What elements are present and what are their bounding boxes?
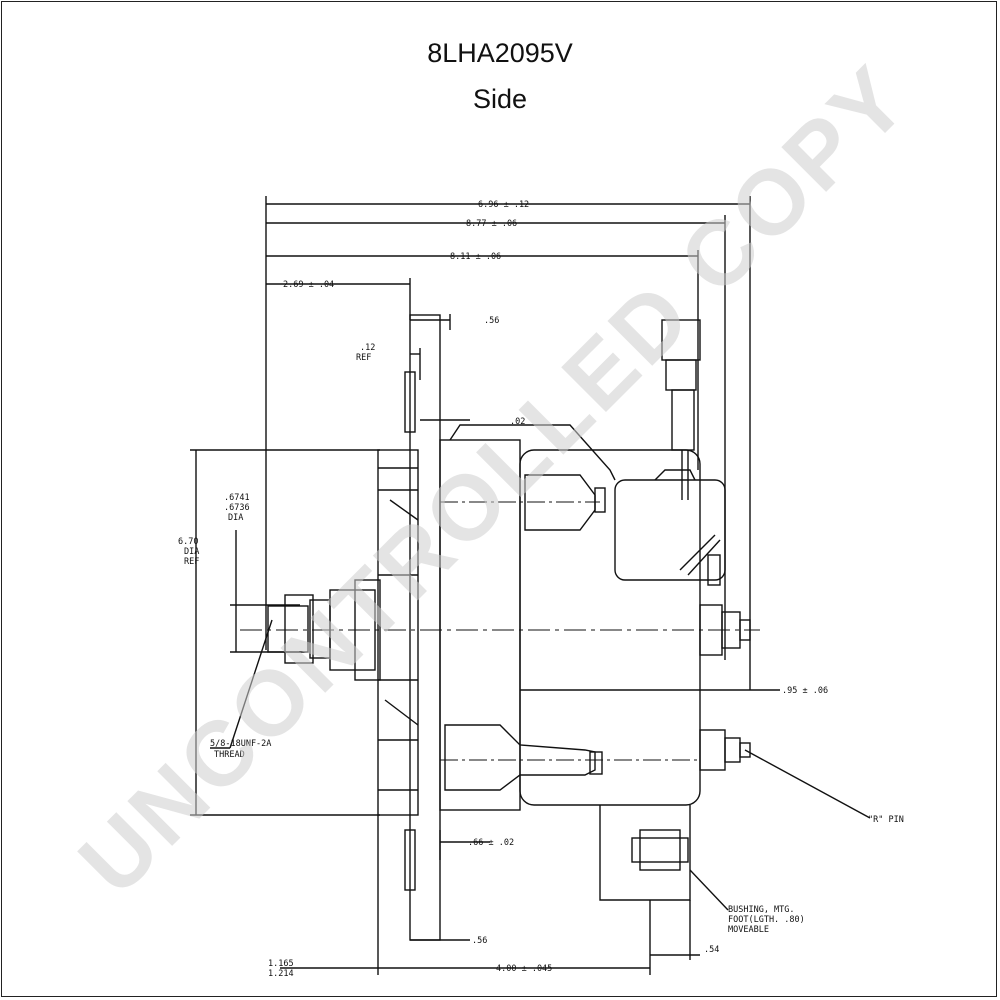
dim-054: .54 [704,945,719,955]
bushing-label-2: FOOT(LGTH. .80) [728,915,805,925]
alternator-body [439,424,701,811]
dimension-labels: 6.96 ± .12 8.77 ± .06 8.11 ± .06 2.69 ± … [178,200,904,979]
dim-8-11: 8.11 ± .06 [450,252,501,262]
dim-056-top: .56 [484,316,499,326]
dim-066: .66 ± .02 [468,838,514,848]
thread-leader-line [229,619,273,749]
bushing-label-1: BUSHING, MTG. [728,905,795,915]
dim-shaft-dia-1: .6741 [224,493,250,503]
dim-056-bottom: .56 [472,936,487,946]
b-plus-terminal [699,604,751,656]
dim-8-77: 8.77 ± .06 [466,219,517,229]
thread-label-2: THREAD [214,750,245,760]
dim-body-dia-1: 6.70 [178,537,198,547]
dim-400: 4.00 ± .045 [496,964,552,974]
dim-body-dia-3: REF [184,557,199,567]
thread-label-1: 5/8-18UNF-2A [210,739,271,749]
r-pin-label: "R" PIN [868,815,904,825]
dim-012: .12 [360,343,375,353]
dim-012-ref: REF [356,353,371,363]
dim-body-dia-2: DIA [184,547,199,557]
dim-shaft-dia-3: DIA [228,513,243,523]
bushing-label-3: MOVEABLE [728,925,769,935]
uncontrolled-copy-watermark: UNCONTROLLED COPY [60,46,928,914]
dim-1214: 1.214 [268,969,294,979]
lower-through-bolt [440,724,700,791]
dim-shaft-dia-2: .6736 [224,503,250,513]
dim-overall: 6.96 ± .12 [478,200,529,210]
shaft-and-pulley [240,579,760,681]
dim-1165: 1.165 [268,959,294,969]
bottom-dimension-lines [280,689,780,975]
r-pin-terminal [699,729,871,819]
drawing-subtitle: Side [472,84,528,114]
regulator-connector [614,319,726,586]
dim-002: .02 [510,417,525,427]
drawing-title: 8LHA2095V [427,38,573,68]
upper-through-bolt [440,474,606,531]
dim-095: .95 ± .06 [782,686,828,696]
mounting-foot [599,805,729,975]
dim-2-69: 2.69 ± .04 [283,280,334,290]
